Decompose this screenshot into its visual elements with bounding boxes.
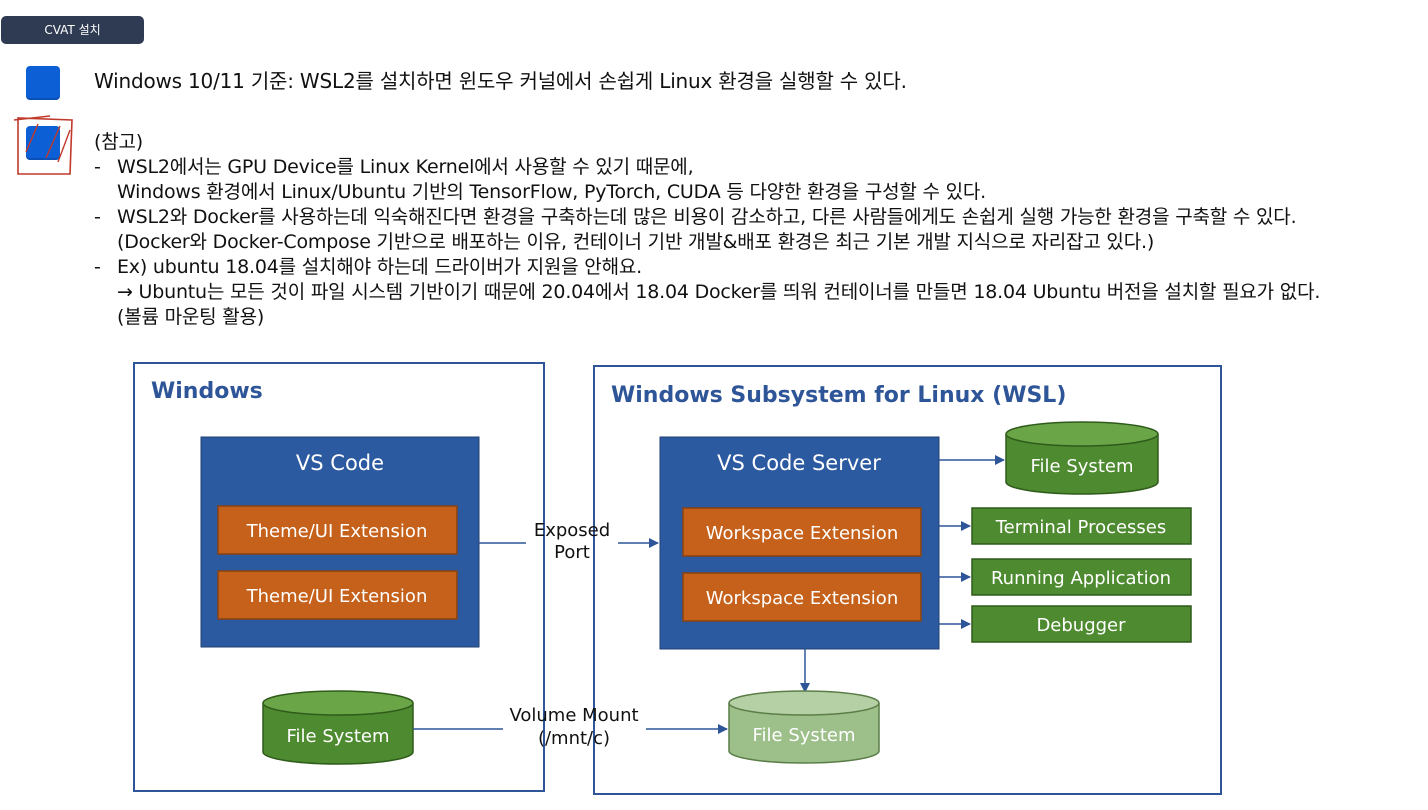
file-system-mounted-cylinder: [728, 690, 880, 764]
workspace-extension-1-label: Workspace Extension: [706, 523, 898, 544]
theme-extension-1: [217, 505, 458, 555]
file-system-windows-cylinder: [262, 690, 414, 765]
workspace-extension-1: [682, 507, 922, 557]
terminal-processes-box: [971, 507, 1192, 545]
vscode-label: VS Code: [296, 451, 384, 475]
theme-extension-1-label: Theme/UI Extension: [246, 521, 428, 542]
file-system-wsl-label: File System: [1031, 456, 1134, 477]
note-dash-2: -: [94, 206, 101, 228]
note-2-line-1: WSL2와 Docker를 사용하는데 익숙해진다면 환경을 구축하는데 많은 …: [117, 206, 1297, 228]
volume-mount-label-1: Volume Mount: [509, 705, 638, 726]
file-system-wsl-cylinder: [1005, 421, 1159, 495]
note-1-line-1: WSL2에서는 GPU Device를 Linux Kernel에서 사용할 수…: [117, 156, 694, 178]
theme-extension-2-label: Theme/UI Extension: [246, 586, 428, 607]
volume-mount-label-2: (/mnt/c): [538, 728, 610, 749]
note-3-line-1: Ex) ubuntu 18.04를 설치해야 하는데 드라이버가 지원을 안해요…: [117, 256, 642, 278]
section-tag: CVAT 설치: [1, 16, 144, 44]
note-dash-1: -: [94, 156, 101, 178]
running-application-label: Running Application: [991, 568, 1171, 589]
wsl-title: Windows Subsystem for Linux (WSL): [611, 383, 1066, 408]
note-2-line-2: (Docker와 Docker-Compose 기반으로 배포하는 이유, 컨테…: [117, 231, 1155, 253]
workspace-extension-2-label: Workspace Extension: [706, 588, 898, 609]
exposed-port-label-2: Port: [554, 542, 590, 563]
file-system-windows-label: File System: [287, 726, 390, 747]
file-system-mounted-label: File System: [753, 725, 856, 746]
debugger-box: [971, 605, 1192, 643]
handwritten-annotation: [13, 115, 73, 175]
debugger-label: Debugger: [1036, 615, 1126, 636]
windows-title: Windows: [151, 379, 263, 404]
note-heading: (참고): [94, 131, 143, 153]
exposed-port-label-1: Exposed: [534, 520, 610, 541]
note-3-line-3: (볼륨 마운팅 활용): [117, 306, 265, 328]
intro-text: Windows 10/11 기준: WSL2를 설치하면 윈도우 커널에서 손쉽…: [94, 69, 907, 93]
running-application-box: [971, 558, 1192, 596]
bullet-square-2: [26, 126, 60, 160]
vscode-server-label: VS Code Server: [717, 451, 881, 475]
note-dash-3: -: [94, 256, 101, 278]
terminal-processes-label: Terminal Processes: [995, 517, 1167, 538]
workspace-extension-2: [682, 572, 922, 622]
note-3-line-2: → Ubuntu는 모든 것이 파일 시스템 기반이기 때문에 20.04에서 …: [117, 281, 1321, 303]
note-1-line-2: Windows 환경에서 Linux/Ubuntu 기반의 TensorFlow…: [117, 181, 987, 203]
theme-extension-2: [217, 570, 458, 620]
bullet-square-1: [26, 66, 60, 100]
